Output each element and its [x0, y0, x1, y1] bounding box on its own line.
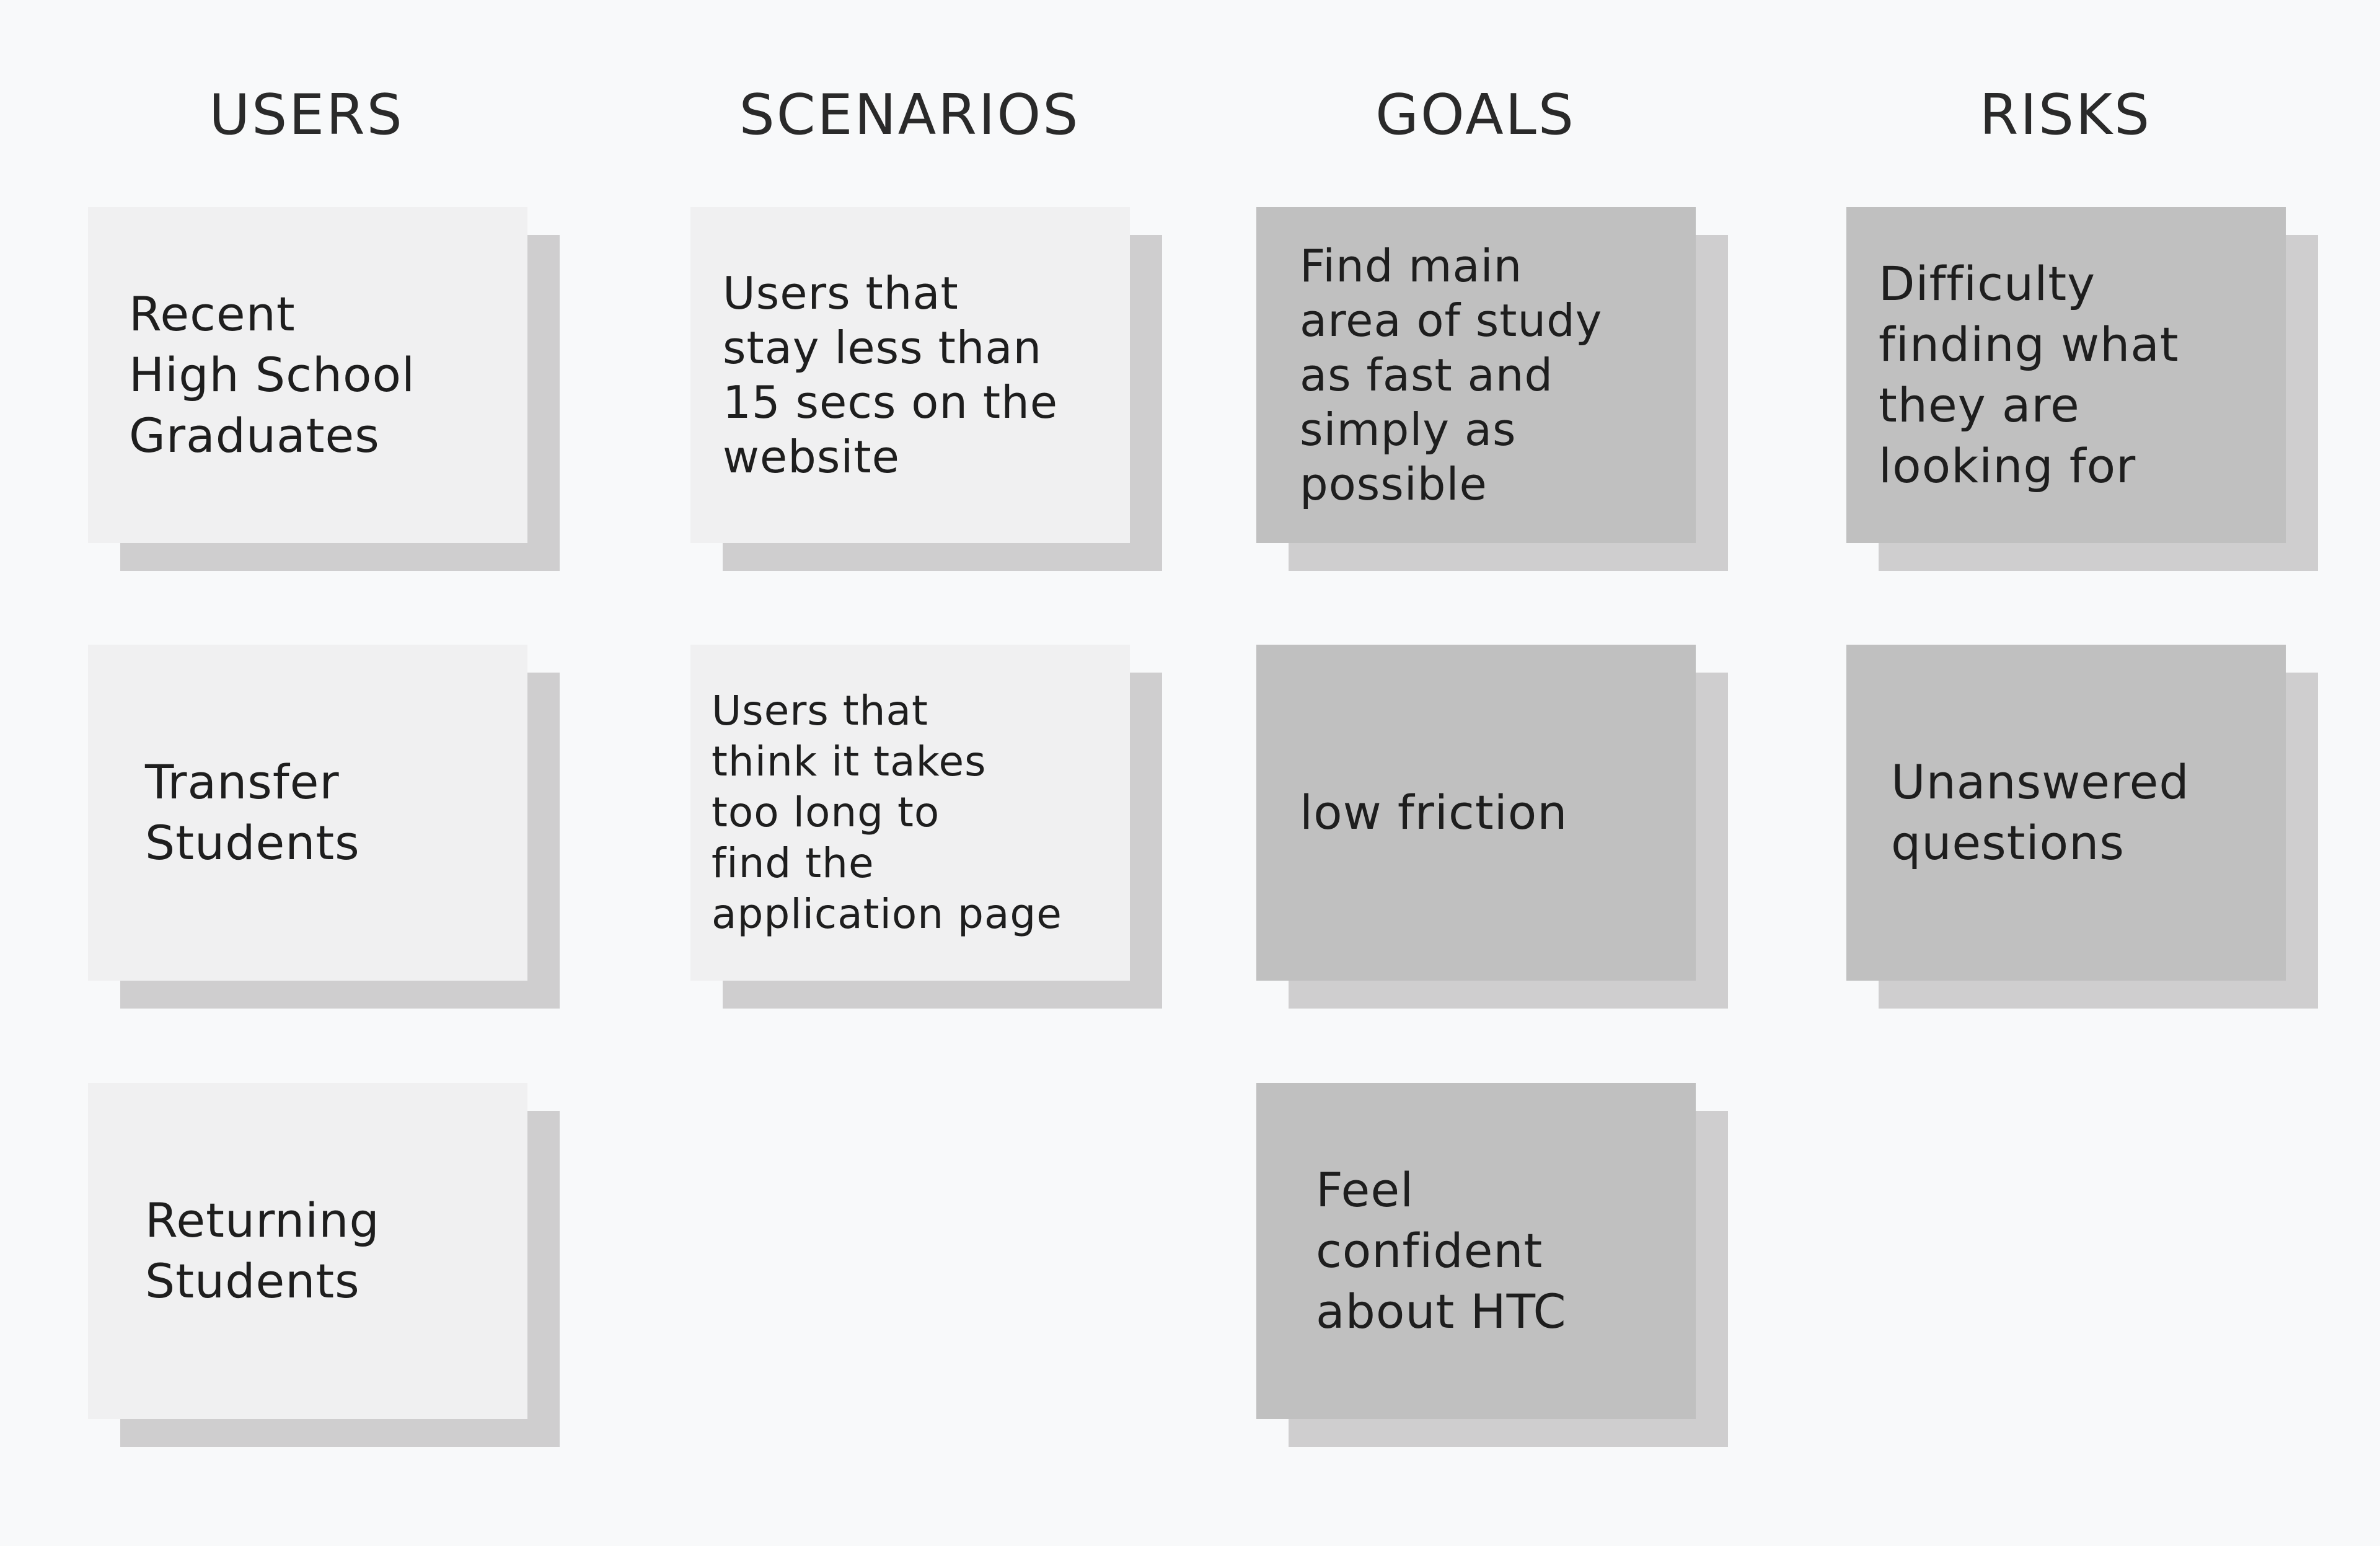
sticky-note-goals-1[interactable]: Find main area of study as fast and simp…: [1256, 207, 1728, 571]
sticky-note-text: Recent High School Graduates: [129, 286, 416, 463]
sticky-note-goals-2[interactable]: low friction: [1256, 645, 1728, 1009]
sticky-note-users-2[interactable]: Transfer Students: [88, 645, 560, 1009]
sticky-note-text: Find main area of study as fast and simp…: [1300, 240, 1603, 510]
sticky-note-paper: Returning Students: [88, 1083, 527, 1419]
sticky-note-paper: Feel confident about HTC: [1256, 1083, 1696, 1419]
sticky-note-paper: Difficulty finding what they are looking…: [1846, 207, 2286, 543]
sticky-note-paper: Users that think it takes too long to fi…: [690, 645, 1130, 981]
column-header-goals: GOALS: [1375, 82, 1576, 148]
sticky-note-text: Difficulty finding what they are looking…: [1879, 256, 2179, 493]
sticky-note-text: Unanswered questions: [1891, 754, 2190, 870]
sticky-note-paper: Transfer Students: [88, 645, 527, 981]
sticky-note-paper: Users that stay less than 15 secs on the…: [690, 207, 1130, 543]
column-header-risks: RISKS: [1979, 82, 2152, 148]
sticky-note-text: Returning Students: [145, 1193, 380, 1309]
sticky-note-risks-1[interactable]: Difficulty finding what they are looking…: [1846, 207, 2318, 571]
sticky-note-text: Users that stay less than 15 secs on the…: [723, 267, 1059, 483]
sticky-note-scenarios-1[interactable]: Users that stay less than 15 secs on the…: [690, 207, 1162, 571]
sticky-note-text: low friction: [1300, 785, 1568, 840]
sticky-note-text: Transfer Students: [145, 754, 360, 870]
column-header-scenarios: SCENARIOS: [739, 82, 1080, 148]
sticky-note-goals-3[interactable]: Feel confident about HTC: [1256, 1083, 1728, 1447]
sticky-note-text: Users that think it takes too long to fi…: [712, 687, 1062, 938]
sticky-note-users-1[interactable]: Recent High School Graduates: [88, 207, 560, 571]
sticky-note-paper: Unanswered questions: [1846, 645, 2286, 981]
sticky-note-paper: Find main area of study as fast and simp…: [1256, 207, 1696, 543]
sticky-note-scenarios-2[interactable]: Users that think it takes too long to fi…: [690, 645, 1162, 1009]
sticky-note-users-3[interactable]: Returning Students: [88, 1083, 560, 1447]
sticky-note-text: Feel confident about HTC: [1316, 1162, 1567, 1339]
sticky-note-risks-2[interactable]: Unanswered questions: [1846, 645, 2318, 1009]
column-header-users: USERS: [209, 82, 404, 148]
sticky-note-paper: low friction: [1256, 645, 1696, 981]
sticky-note-paper: Recent High School Graduates: [88, 207, 527, 543]
